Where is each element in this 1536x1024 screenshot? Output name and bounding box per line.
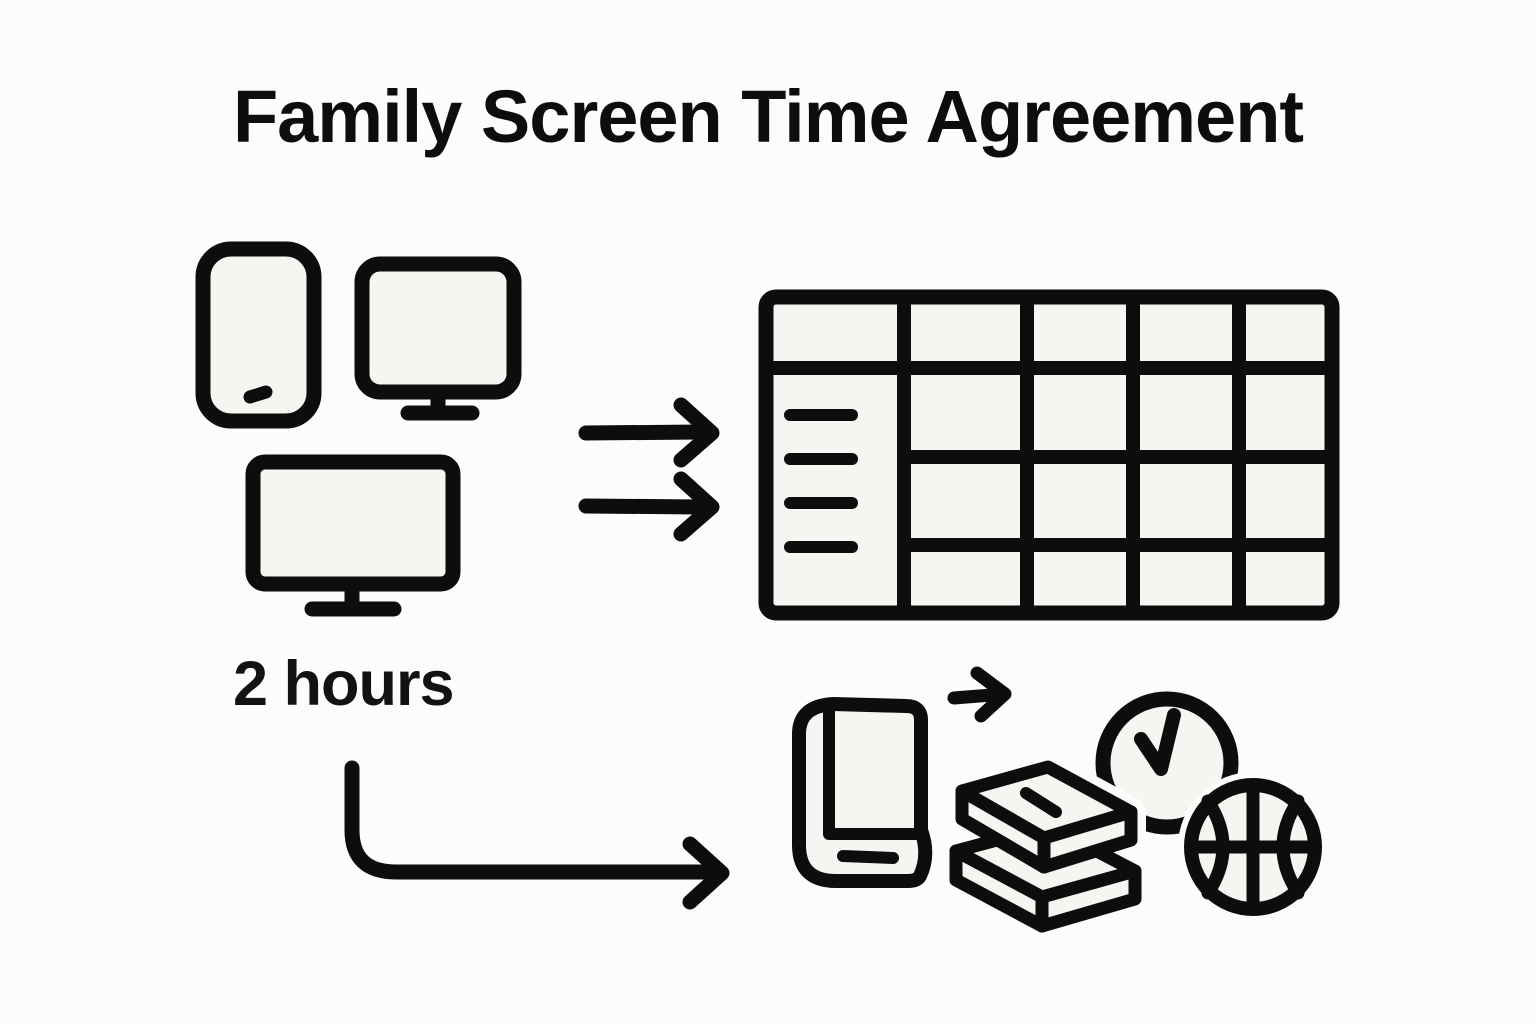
right-arrow-icon [578,397,720,468]
tv-screen [245,454,461,592]
clock-hands [1134,708,1181,776]
right-arrow-icon [578,471,720,542]
smartphone-home-button [243,385,273,404]
monitor-icon [354,256,522,421]
small-right-arrow-icon [947,666,1012,723]
schedule-table-icon [758,289,1340,621]
top-book-dash [1020,787,1062,818]
elbow-arrow-icon [344,760,730,910]
tv-icon [245,454,461,617]
page-title: Family Screen Time Agreement [232,75,1304,158]
book-icon [792,697,933,888]
monitor-screen [354,256,522,400]
top-book [955,760,1138,874]
smartphone-icon [195,241,322,429]
smartphone-body [195,241,322,429]
book-pages-dash [837,850,899,864]
basketball-icon [1178,772,1328,922]
screen-limit-label: 2 hours [233,649,455,719]
books-stack-icon [941,752,1150,941]
